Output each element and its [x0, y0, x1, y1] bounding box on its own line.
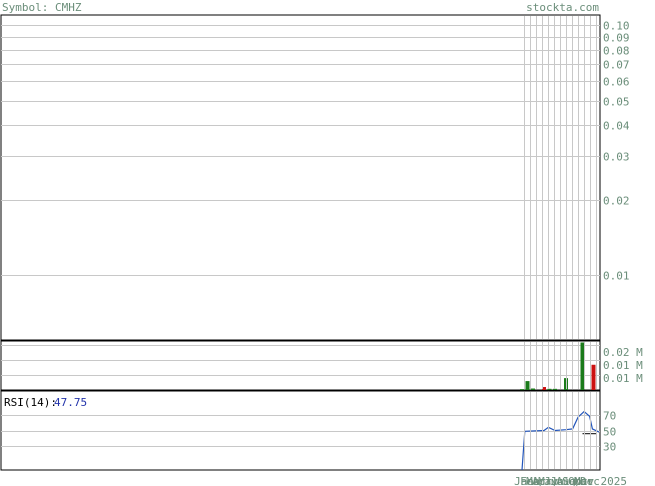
rsi-value: 47.75: [54, 396, 87, 409]
x-tick-label: Dec: [580, 475, 600, 486]
volume-tick-label: 0.01 M: [603, 372, 643, 385]
volume-frame: [0, 340, 601, 391]
x-axis: JanFebMarAprMayJunJulAugSepOctNovDecMar …: [514, 16, 627, 486]
x-tick-label: Apr: [532, 475, 552, 486]
rsi-frame: [0, 390, 601, 471]
volume-tick-label: 0.02 M: [603, 346, 643, 359]
price-tick-label: 0.09: [603, 32, 630, 45]
rsi-tick-label: 50: [603, 426, 616, 439]
volume-tick-label: 0.01 M: [603, 359, 643, 372]
volume-bar: [547, 388, 552, 390]
rsi-label: RSI(14):: [4, 396, 57, 409]
volume-bar: [591, 364, 596, 390]
price-tick-label: 0.04: [603, 120, 630, 133]
x-tick-label: Aug: [556, 475, 576, 486]
price-tick-label: 0.10: [603, 20, 630, 33]
volume-bar: [531, 388, 535, 390]
price-panel: 0.100.090.080.07 0.06 0.05 0.04 0.03 0.02 0.01: [0, 14, 630, 341]
site-label: stockta.com: [526, 1, 599, 14]
rsi-tick-label: 70: [603, 410, 616, 423]
volume-bar: [520, 389, 524, 391]
price-tick-label: 0.06: [603, 76, 630, 89]
price-frame: [0, 14, 601, 341]
volume-bar: [542, 387, 546, 390]
x-tick-label: Oct: [568, 475, 588, 486]
rsi-tick-label: 30: [603, 441, 616, 454]
price-tick-label: 0.02: [603, 195, 630, 208]
rsi-panel: RSI(14): 47.75 70 50 30: [0, 390, 616, 471]
volume-panel: 0.02 M0.01 M0.01 M: [0, 340, 643, 391]
x-tick-label: Nov: [574, 475, 594, 486]
volume-bar: [553, 388, 557, 390]
x-tick-label: Mar: [526, 475, 546, 486]
x-tick-label: Sep: [562, 475, 582, 486]
price-tick-label: 0.01: [603, 270, 630, 283]
price-tick-label: 0.07: [603, 59, 630, 72]
x-tick-label: Jan: [514, 475, 534, 486]
symbol-label: Symbol: CMHZ: [2, 1, 82, 14]
price-tick-label: 0.05: [603, 96, 630, 109]
volume-bar: [580, 342, 585, 390]
x-tick-label: Jul: [550, 475, 570, 486]
x-tick-label: Jun: [544, 475, 564, 486]
price-tick-label: 0.03: [603, 151, 630, 164]
volume-bar: [525, 381, 530, 390]
x-tick-label: May: [538, 475, 558, 486]
x-tick-label: Mar 2025: [574, 475, 627, 486]
x-tick-label: Feb: [520, 475, 540, 486]
price-tick-label: 0.08: [603, 45, 630, 58]
